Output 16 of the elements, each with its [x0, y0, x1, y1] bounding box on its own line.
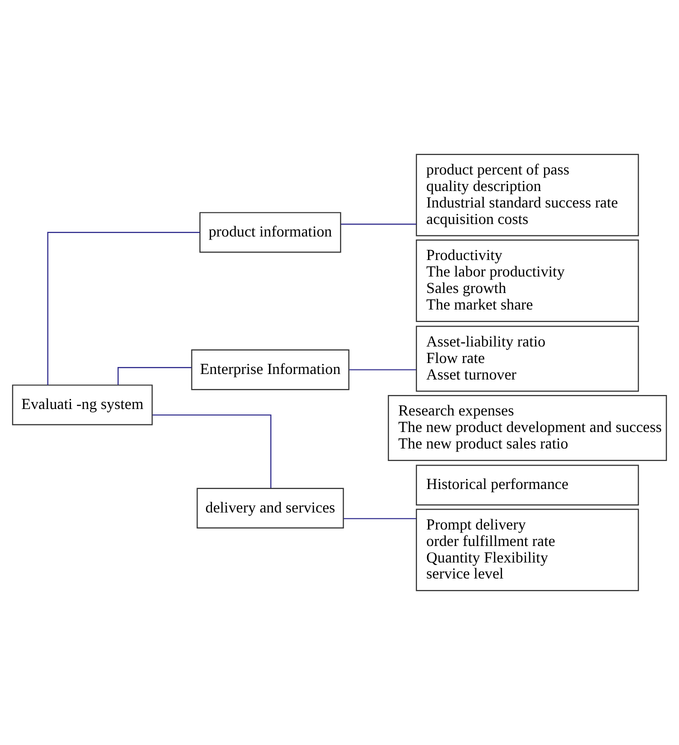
connector	[118, 367, 192, 385]
connector	[340, 224, 416, 225]
node-box: Asset-liability ratio Flow rate Asset turnover	[416, 326, 639, 392]
node-box: Enterprise Information	[191, 349, 350, 390]
node-box: Productivity The labor productivity Sales growth The market share	[416, 240, 639, 322]
connector	[152, 414, 272, 488]
node-box: Prompt delivery order fulfillment rate Quantity Flexibility service level	[416, 508, 639, 592]
connector	[344, 518, 416, 520]
node-box: product information	[199, 212, 342, 253]
node-box: Research expenses The new product development and success The new product sales ratio	[388, 395, 667, 461]
node-box: Evaluati -ng system	[12, 384, 153, 426]
node-box: delivery and services	[196, 488, 344, 529]
connector	[349, 369, 416, 370]
node-box: product percent of pass quality description Industrial standard success rate acquisition costs	[416, 154, 639, 236]
connector	[47, 232, 200, 386]
node-box: Historical performance	[416, 464, 639, 506]
